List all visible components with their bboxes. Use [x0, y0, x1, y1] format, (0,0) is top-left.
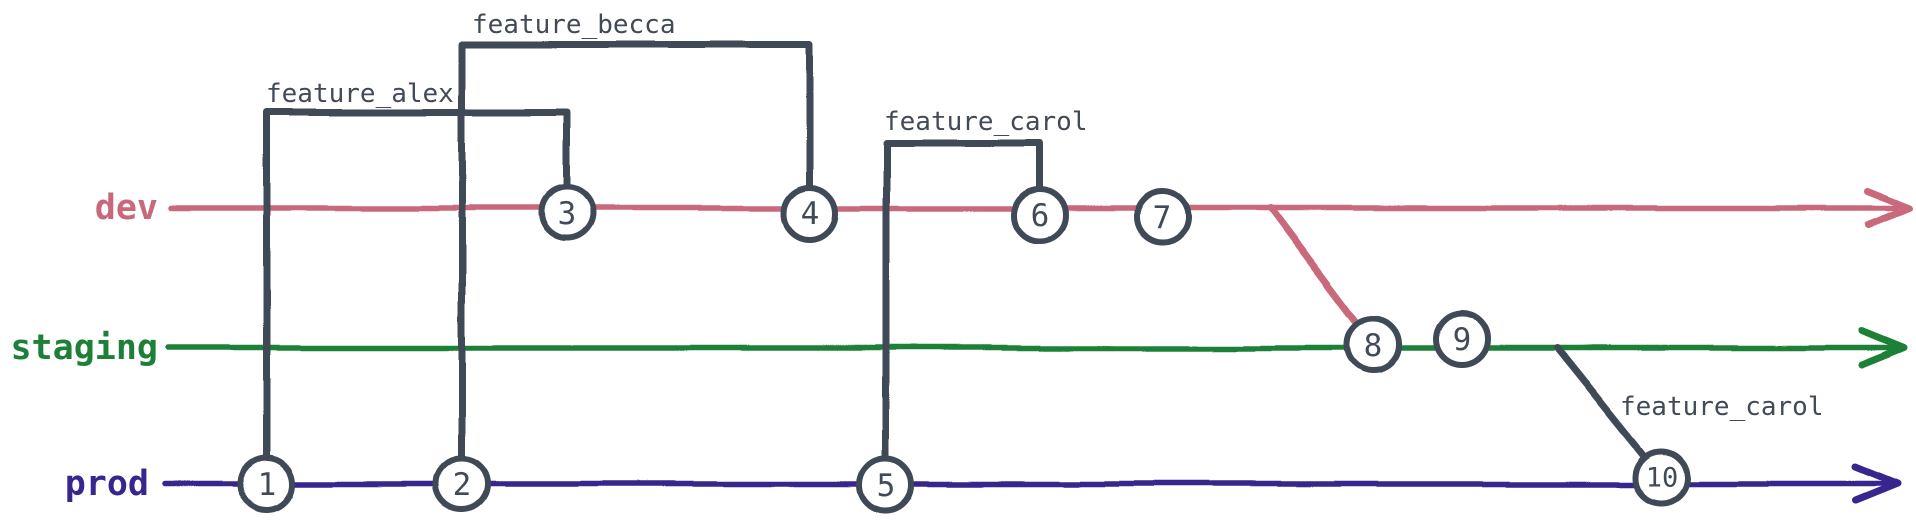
commit-number-10: 10 — [1646, 463, 1679, 494]
feature-label-feature_carol: feature_carol — [1620, 392, 1824, 422]
commit-node-5 — [857, 456, 915, 514]
commit-number-2: 2 — [453, 467, 472, 503]
commit-number-7: 7 — [1153, 200, 1172, 236]
feature-label-feature_becca: feature_becca — [472, 10, 676, 40]
feature-label-feature_alex: feature_alex — [266, 79, 454, 109]
commit-number-3: 3 — [558, 196, 577, 232]
commit-node-3 — [538, 184, 596, 242]
branch-arrowhead-dev — [1864, 187, 1914, 229]
commit-number-8: 8 — [1364, 328, 1383, 364]
branch-label-prod: prod — [65, 464, 149, 504]
commit-node-7 — [1133, 188, 1191, 246]
feature-path-feature_carol — [882, 139, 1044, 489]
commit-node-1 — [238, 455, 296, 513]
branch-arrowhead-staging — [1858, 327, 1908, 369]
commit-number-5: 5 — [877, 468, 896, 504]
commit-number-6: 6 — [1031, 198, 1050, 234]
branch-label-staging: staging — [10, 328, 158, 368]
commit-number-4: 4 — [801, 196, 820, 232]
commit-number-9: 9 — [1453, 322, 1472, 358]
diagram-labels: dev staging prod feature_alex feature_beccaf… — [10, 10, 1823, 504]
commit-nodes — [238, 184, 1691, 514]
commit-node-6 — [1011, 186, 1069, 244]
commit-node-2 — [433, 455, 491, 513]
feature-path-feature_becca — [458, 41, 814, 488]
feature-label-feature_carol: feature_carol — [884, 107, 1088, 137]
commit-node-4 — [781, 184, 839, 242]
branch-label-dev: dev — [95, 188, 158, 228]
commit-number-1: 1 — [258, 467, 277, 503]
feature-path-feature_alex — [263, 108, 571, 488]
branch-arrowhead-prod — [1851, 463, 1901, 505]
commit-node-10 — [1633, 448, 1691, 506]
commit-node-8 — [1344, 316, 1402, 374]
commit-node-9 — [1433, 310, 1491, 368]
